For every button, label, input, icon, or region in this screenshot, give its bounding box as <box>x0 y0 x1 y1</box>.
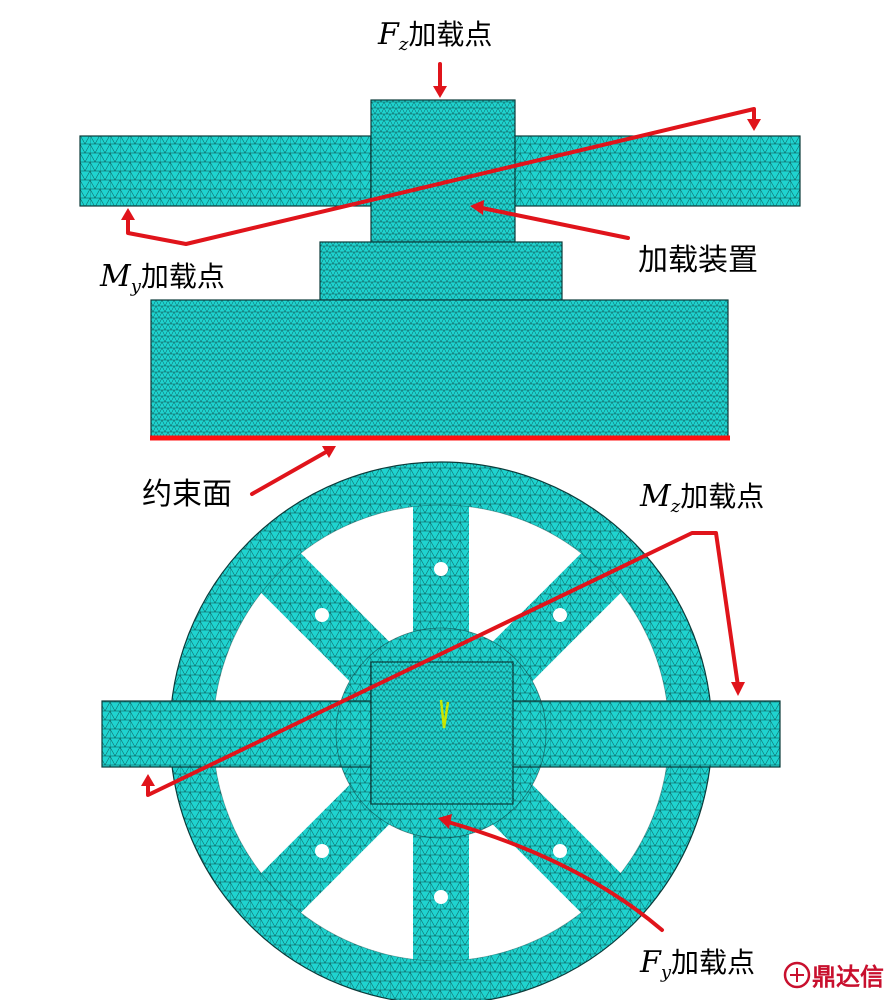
svg-text:Fy加载点: Fy加载点 <box>639 945 755 983</box>
mz-arrowhead-left <box>141 774 155 786</box>
label-loading-device: 加载装置 <box>638 243 758 278</box>
label-fz: Fz加载点 <box>377 17 492 55</box>
svg-text:My加载点: My加载点 <box>99 259 225 297</box>
lower-cylinder <box>150 299 729 439</box>
constraint-arrowhead <box>322 446 336 458</box>
loading-device-arrowhead <box>470 200 484 215</box>
loading-block-top <box>370 661 514 805</box>
label-fy: Fy加载点 <box>639 945 755 983</box>
watermark: 鼎达信 <box>783 961 884 991</box>
annotations <box>121 62 761 932</box>
axis-marker <box>439 699 450 729</box>
fy-leader <box>446 820 664 932</box>
logo-icon <box>783 961 811 989</box>
watermark-text: 鼎达信 <box>812 963 884 991</box>
label-my: My加载点 <box>99 259 225 297</box>
center-hub-ring <box>335 627 547 839</box>
logo-icon-mark <box>790 968 804 982</box>
side-view <box>79 99 801 441</box>
mz-arrowhead-right <box>731 682 745 696</box>
my-arrowhead-left <box>121 208 135 220</box>
label-mz: Mz加载点 <box>639 479 764 517</box>
upper-cylinder <box>319 241 563 301</box>
svg-text:Fz加载点: Fz加载点 <box>377 17 492 55</box>
constraint-leader <box>250 450 328 496</box>
my-couple-line <box>126 107 756 246</box>
fy-arrowhead <box>438 814 452 829</box>
fz-arrowhead <box>433 86 447 98</box>
top-view <box>0 450 886 1000</box>
mz-couple-line <box>146 531 740 797</box>
loading-device-leader <box>480 206 630 240</box>
svg-text:Mz加载点: Mz加载点 <box>639 479 764 517</box>
label-constraint-face: 约束面 <box>142 477 232 512</box>
my-arrowhead-right <box>747 119 761 131</box>
